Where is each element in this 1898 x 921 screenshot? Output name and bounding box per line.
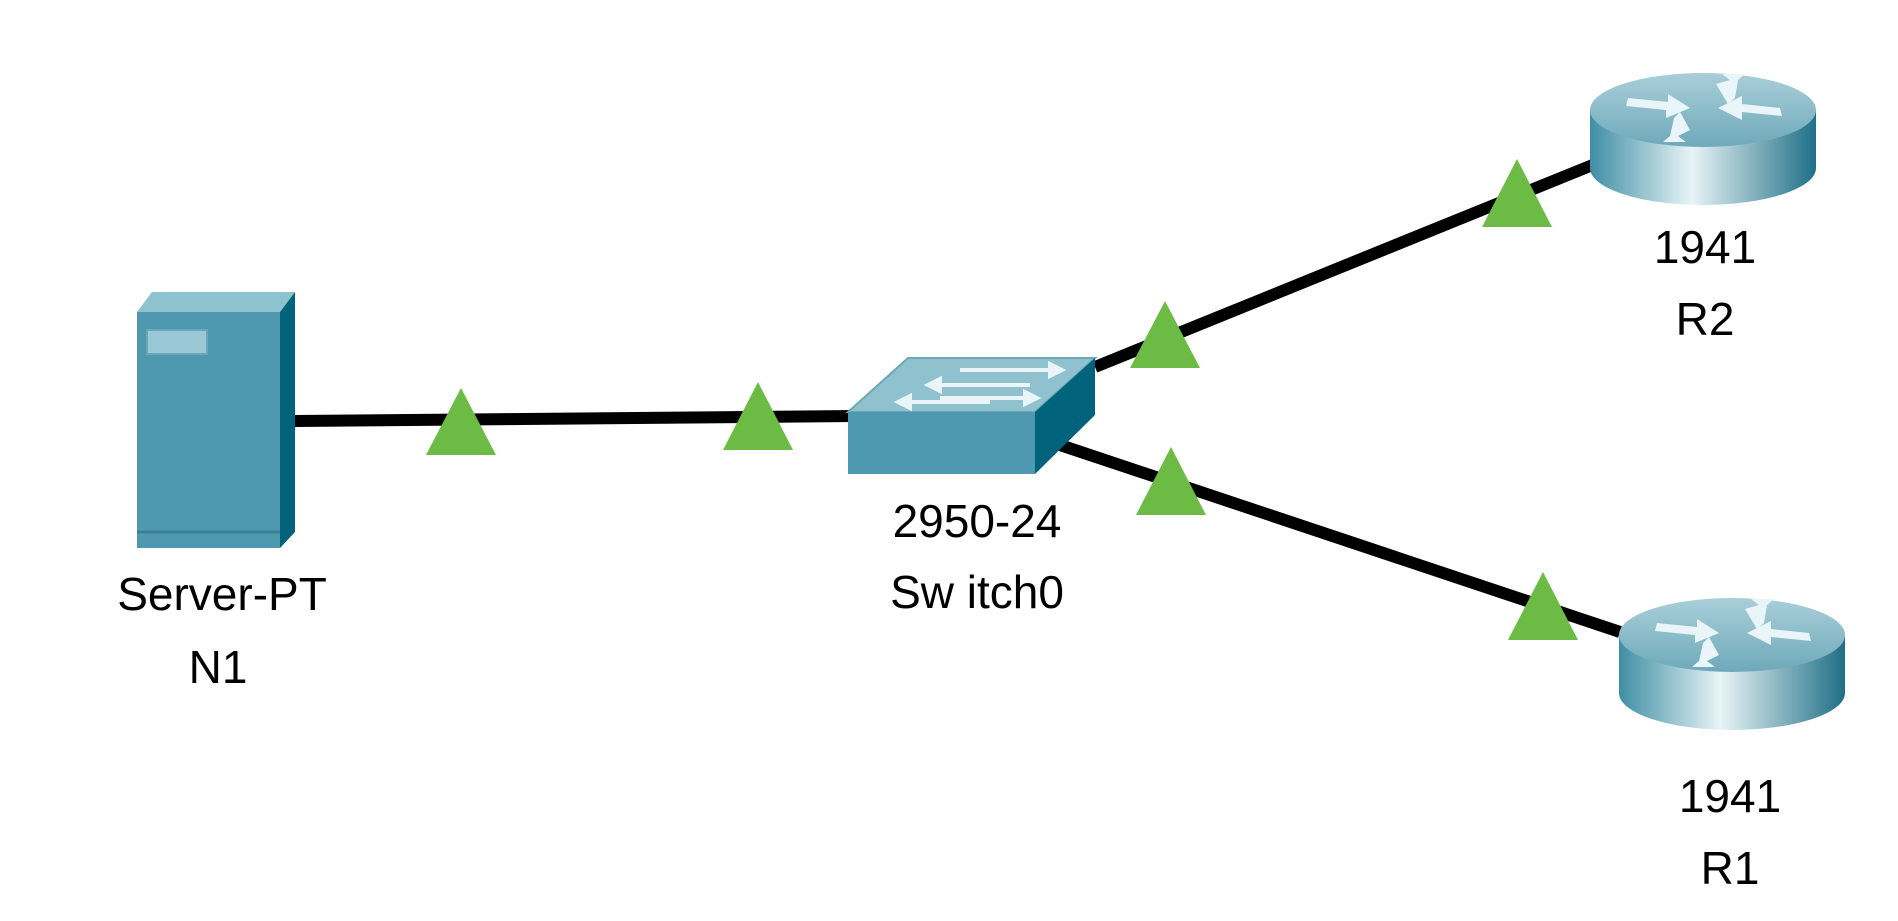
link-up-indicator xyxy=(1136,447,1206,515)
switch-name-label: Sw itch0 xyxy=(890,566,1064,618)
link-up-indicator xyxy=(1130,301,1200,368)
link-up-indicator xyxy=(1508,572,1578,640)
router-r2-model-label: 1941 xyxy=(1654,221,1756,273)
device-labels: Server-PT N1 2950-24 Sw itch0 1941 R2 19… xyxy=(117,221,1781,894)
router-r2-name-label: R2 xyxy=(1676,293,1735,345)
server-icon[interactable] xyxy=(137,292,295,548)
link-status-indicators xyxy=(426,159,1578,640)
router-r1-model-label: 1941 xyxy=(1679,770,1781,822)
link-up-indicator xyxy=(426,388,496,455)
switch-model-label: 2950-24 xyxy=(893,495,1062,547)
link-switch-r1[interactable] xyxy=(1058,439,1622,638)
link-up-indicator xyxy=(723,382,793,450)
link-up-indicator xyxy=(1482,159,1552,227)
switch-icon[interactable] xyxy=(845,357,1098,474)
server-model-label: Server-PT xyxy=(117,568,327,620)
router-icon[interactable] xyxy=(1590,73,1816,205)
router-icon[interactable] xyxy=(1619,598,1845,730)
router-r1-name-label: R1 xyxy=(1701,842,1760,894)
server-name-label: N1 xyxy=(189,641,248,693)
